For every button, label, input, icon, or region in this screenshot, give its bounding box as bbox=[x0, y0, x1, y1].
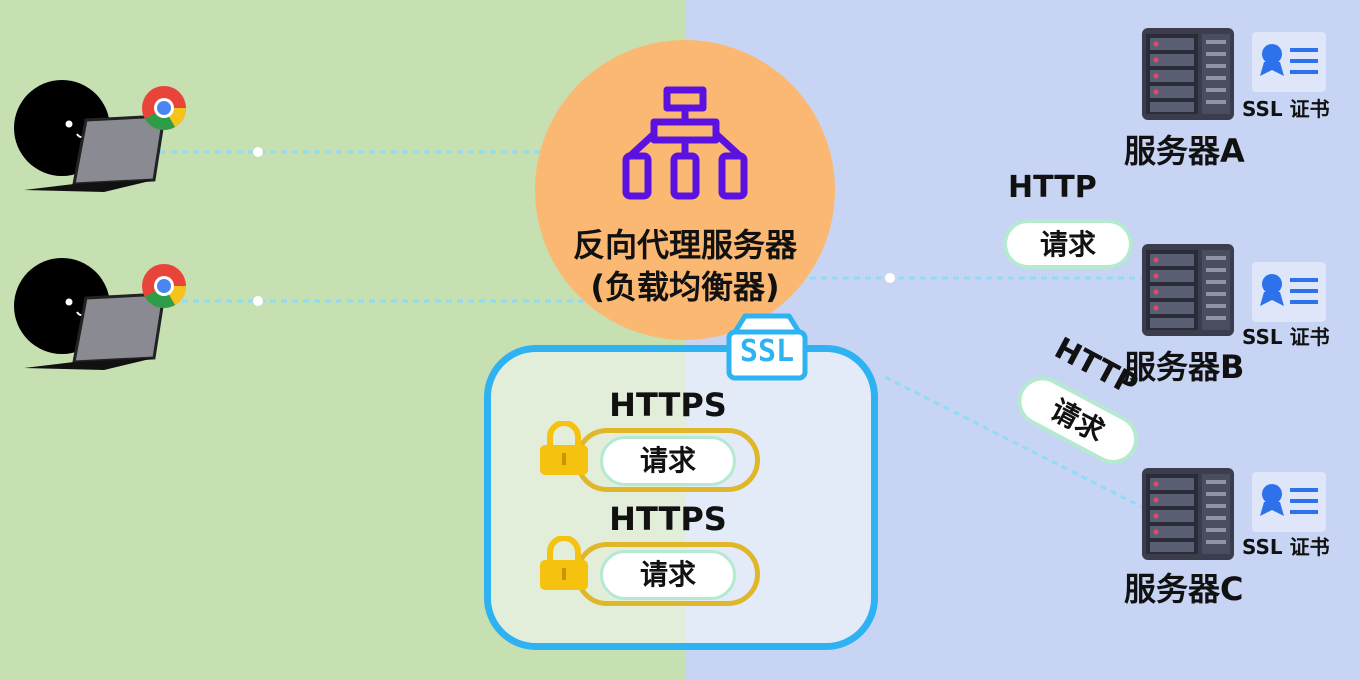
https-label: HTTPS bbox=[609, 500, 727, 538]
link-dot bbox=[885, 273, 895, 283]
ssl-cert-label: SSL 证书 bbox=[1242, 535, 1330, 559]
proxy-title: 反向代理服务器 (负载均衡器) bbox=[535, 224, 835, 308]
certificate-icon bbox=[1252, 32, 1326, 92]
ssl-cert-label: SSL 证书 bbox=[1242, 97, 1330, 121]
server-a-name: 服务器A bbox=[1124, 132, 1245, 170]
laptop-icon bbox=[24, 292, 166, 370]
link-dot bbox=[253, 147, 263, 157]
ssl-cert-label: SSL 证书 bbox=[1242, 325, 1330, 349]
http-label: HTTP bbox=[1008, 170, 1097, 205]
ssl-badge-label: SSL bbox=[739, 334, 795, 369]
client-1 bbox=[14, 80, 186, 192]
network-hierarchy-icon bbox=[622, 86, 748, 200]
server-rack-icon bbox=[1142, 28, 1234, 120]
certificate-icon bbox=[1252, 262, 1326, 322]
ssl-box-icon: SSL bbox=[725, 312, 809, 382]
https-label: HTTPS bbox=[609, 386, 727, 424]
server-b-name: 服务器B bbox=[1124, 348, 1245, 386]
https-request-pill: 请求 bbox=[600, 436, 736, 486]
proxy-subtitle: (负载均衡器) bbox=[590, 268, 780, 306]
link-dot bbox=[253, 296, 263, 306]
laptop-icon bbox=[24, 114, 166, 192]
server-c-name: 服务器C bbox=[1124, 570, 1244, 608]
server-rack-icon bbox=[1142, 468, 1234, 560]
lock-icon bbox=[540, 536, 588, 590]
lock-icon bbox=[540, 421, 588, 475]
https-request-pill: 请求 bbox=[600, 550, 736, 600]
http-request-pill: 请求 bbox=[1003, 219, 1133, 269]
client-2 bbox=[14, 258, 186, 370]
chrome-icon bbox=[142, 86, 186, 130]
certificate-icon bbox=[1252, 472, 1326, 532]
proxy-name: 反向代理服务器 bbox=[572, 226, 797, 264]
server-rack-icon bbox=[1142, 244, 1234, 336]
chrome-icon bbox=[142, 264, 186, 308]
link-proxy-server-c bbox=[884, 375, 1149, 512]
